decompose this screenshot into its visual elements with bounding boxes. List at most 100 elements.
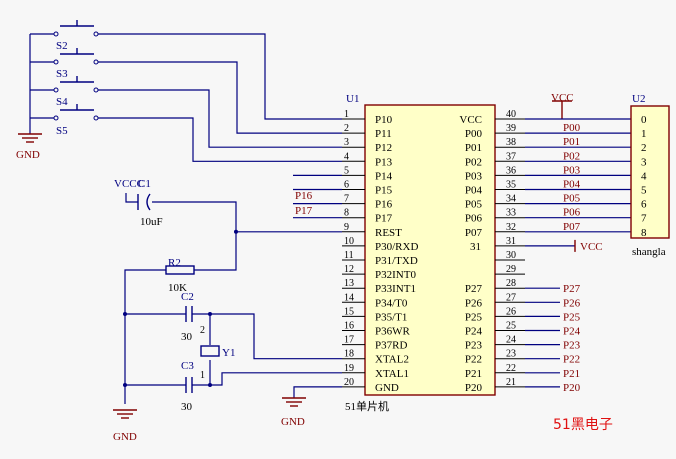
- c1-ref: C1: [138, 178, 151, 190]
- switch-contact: [53, 115, 59, 121]
- u1-left-pin-name: GND: [375, 382, 399, 394]
- u2-pin-label: 2: [641, 142, 647, 154]
- u1-right-pin-number: 29: [506, 264, 516, 275]
- u1-left-pin-number: 6: [344, 180, 349, 191]
- switch-ref: S4: [56, 96, 68, 108]
- u1-right-pin-name: P27: [465, 283, 483, 295]
- u1-right-pin-number: 39: [506, 123, 516, 134]
- u1-left-pin-name: P32INT0: [375, 269, 416, 281]
- gnd-label-3: GND: [281, 416, 305, 428]
- u1-right-pin-number: 30: [506, 250, 516, 261]
- net-label-p2: P23: [563, 340, 581, 352]
- net-label-p0: P01: [563, 136, 580, 148]
- switch-contact: [93, 115, 99, 121]
- switch-contact: [53, 59, 59, 65]
- u1-left-pin-number: 12: [344, 264, 354, 275]
- vcc-u2-label: VCC: [551, 92, 574, 104]
- u1-left-pin-number: 15: [344, 306, 354, 317]
- c2-wire-right: [192, 313, 342, 360]
- u1-right-pin-name: P22: [465, 354, 482, 366]
- u1-right-pin-number: 37: [506, 151, 516, 162]
- u1-right-pin-name: P04: [465, 185, 483, 197]
- c2-value: 30: [181, 331, 193, 343]
- y1-ref: Y1: [222, 347, 235, 359]
- u1-left-pin-name: P15: [375, 185, 393, 197]
- u2-pin-label: 3: [641, 156, 647, 168]
- u2-pin-label: 8: [641, 227, 647, 239]
- u1-left-pin-name: P36WR: [375, 326, 411, 338]
- u1-right-pin-name: P02: [465, 156, 482, 168]
- c3-wire-right: [192, 372, 342, 386]
- u1-right-pin-name: P03: [465, 170, 483, 182]
- r2-value: 10K: [168, 282, 187, 294]
- gnd-label-2: GND: [113, 431, 137, 443]
- u1-left-pin-name: P10: [375, 114, 393, 126]
- u1-right-pin-number: 27: [506, 292, 516, 303]
- net-label-p2: P25: [563, 311, 581, 323]
- switch-contact: [93, 59, 99, 65]
- u1-right-pin-name: P21: [465, 368, 482, 380]
- net-label-p0: P00: [563, 122, 581, 134]
- net-label-p0: P07: [563, 221, 581, 233]
- u1-left-pin-name: XTAL1: [375, 368, 409, 380]
- c1-vcc-wire: [125, 193, 138, 203]
- switch-ref: S3: [56, 68, 68, 80]
- u1-right-pin-number: 35: [506, 180, 516, 191]
- u1-right-pin-number: 36: [506, 165, 516, 176]
- u1-right-pin-number: 21: [506, 377, 516, 388]
- switch-ref: S2: [56, 40, 68, 52]
- junction-dot: [208, 312, 212, 316]
- u1-right-pin-number: 32: [506, 222, 516, 233]
- u1-left-pin-name: XTAL2: [375, 354, 409, 366]
- u2-body: [630, 105, 670, 239]
- u2-pin-label: 7: [641, 213, 647, 225]
- u1-right-pin-name: P00: [465, 128, 483, 140]
- u1-left-pin-name: P16: [375, 199, 393, 211]
- u1-left-pin-name: P35/T1: [375, 311, 407, 323]
- u1-right-pin-number: 23: [506, 349, 516, 360]
- switch-signal-wire: [98, 61, 342, 134]
- u1-left-pin-number: 18: [344, 349, 354, 360]
- r2-wire-right: [194, 231, 237, 271]
- switch-contact: [53, 87, 59, 93]
- u1-right-pin-name: P01: [465, 142, 482, 154]
- junction-dot: [123, 312, 127, 316]
- c1-plate-curved: [146, 193, 151, 211]
- u2-pin-label: 6: [641, 199, 647, 211]
- u1-left-pin-number: 5: [344, 165, 349, 176]
- u2-pin-label: 1: [641, 128, 647, 140]
- net-label-p2: P21: [563, 368, 580, 380]
- r2-ref: R2: [168, 257, 181, 269]
- u1-left-pin-name: P33INT1: [375, 283, 416, 295]
- gnd-label-1: GND: [16, 149, 40, 161]
- u1-right-pin-name: P06: [465, 213, 483, 225]
- u1-left-pin-number: 9: [344, 222, 349, 233]
- u1-left-pin-name: P30/RXD: [375, 241, 418, 253]
- u1-right-pin-name: P24: [465, 326, 483, 338]
- c1-wire: [152, 201, 237, 232]
- y1-body: [200, 345, 220, 357]
- junction-dot: [123, 383, 127, 387]
- c1-value: 10uF: [140, 216, 163, 228]
- u1-right-pin-number: 40: [506, 109, 516, 120]
- switch-contact: [53, 31, 59, 37]
- u1-right-pin-name: VCC: [459, 114, 482, 126]
- u1-left-pin-number: 4: [344, 151, 349, 162]
- u2-pin-label: 0: [641, 114, 647, 126]
- c2-ref: C2: [181, 291, 194, 303]
- u1-left-pin-number: 3: [344, 137, 349, 148]
- u1-left-pin-number: 7: [344, 194, 349, 205]
- junction-dot: [234, 229, 238, 234]
- u1-left-pin-name: REST: [375, 227, 402, 239]
- u1-left-pin-number: 10: [344, 236, 354, 247]
- u1-left-pin-name: P17: [375, 213, 393, 225]
- u1-right-pin-name: P07: [465, 227, 483, 239]
- u1-body: [364, 104, 496, 396]
- net-label-p17: P17: [295, 205, 313, 217]
- r2-wire-left: [124, 269, 166, 404]
- c3-value: 30: [181, 401, 193, 413]
- net-label-p0: P06: [563, 207, 581, 219]
